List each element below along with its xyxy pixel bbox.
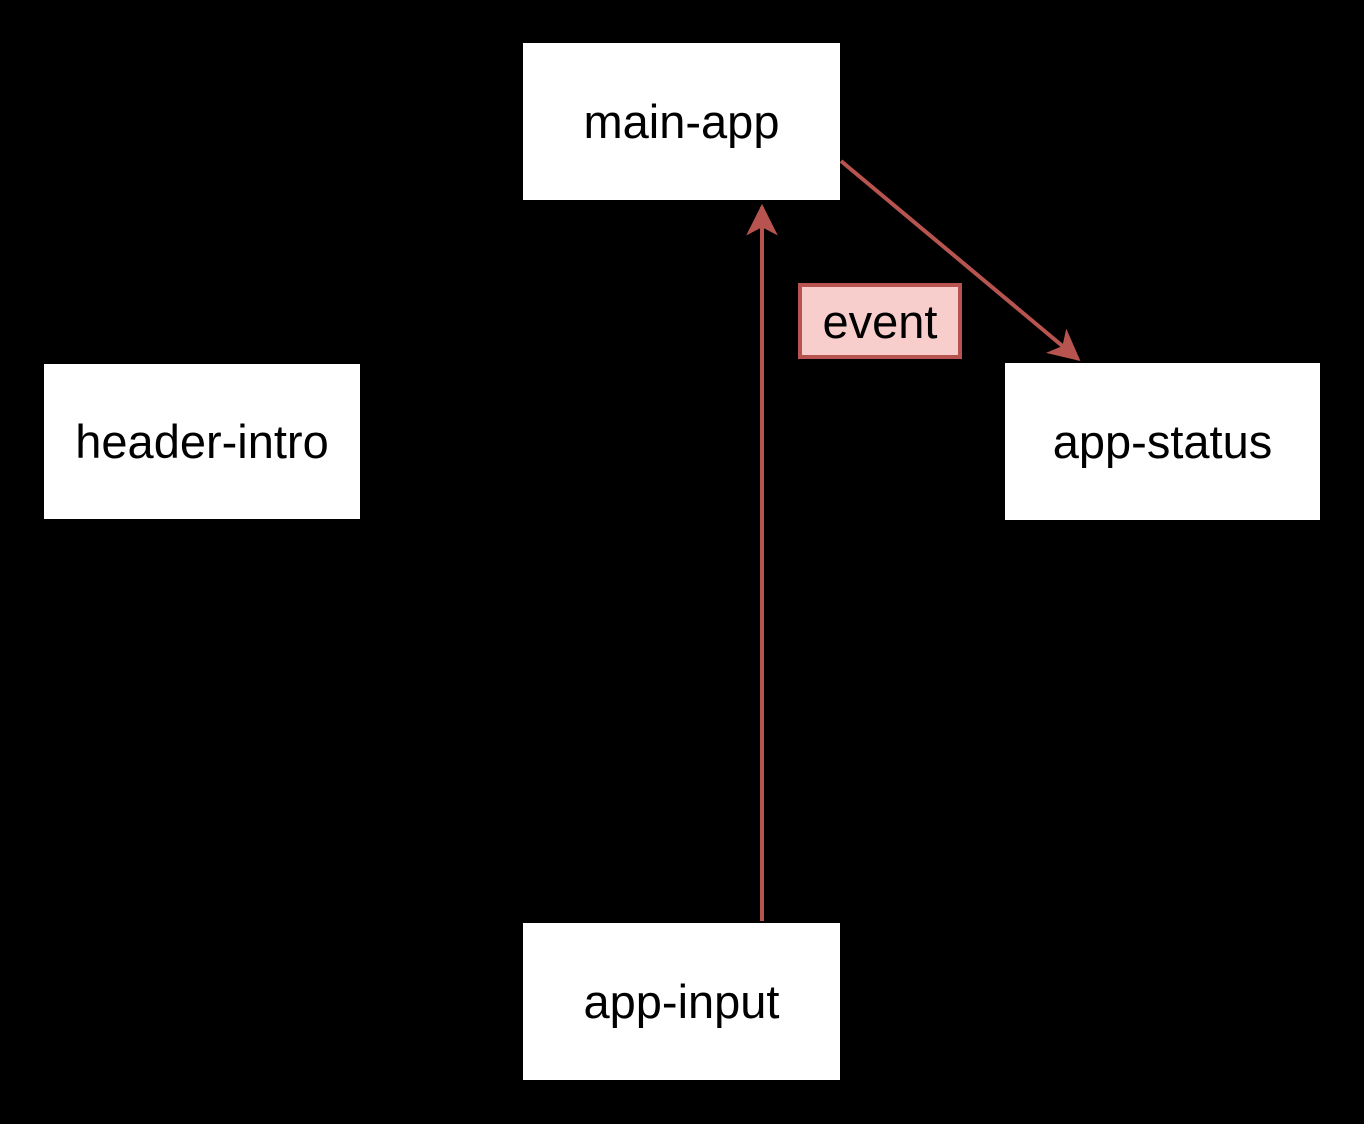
edge-label-event[interactable]: event [798, 283, 962, 359]
node-main-app[interactable]: main-app [523, 43, 840, 200]
node-main-app-label: main-app [583, 95, 780, 148]
node-header-intro-label: header-intro [75, 415, 329, 468]
node-app-input-label: app-input [583, 975, 780, 1028]
node-app-status-label: app-status [1052, 415, 1273, 468]
node-app-status[interactable]: app-status [1005, 363, 1320, 520]
node-header-intro[interactable]: header-intro [44, 364, 360, 519]
node-app-input[interactable]: app-input [523, 923, 840, 1080]
edge-label-event-text: event [822, 294, 938, 348]
